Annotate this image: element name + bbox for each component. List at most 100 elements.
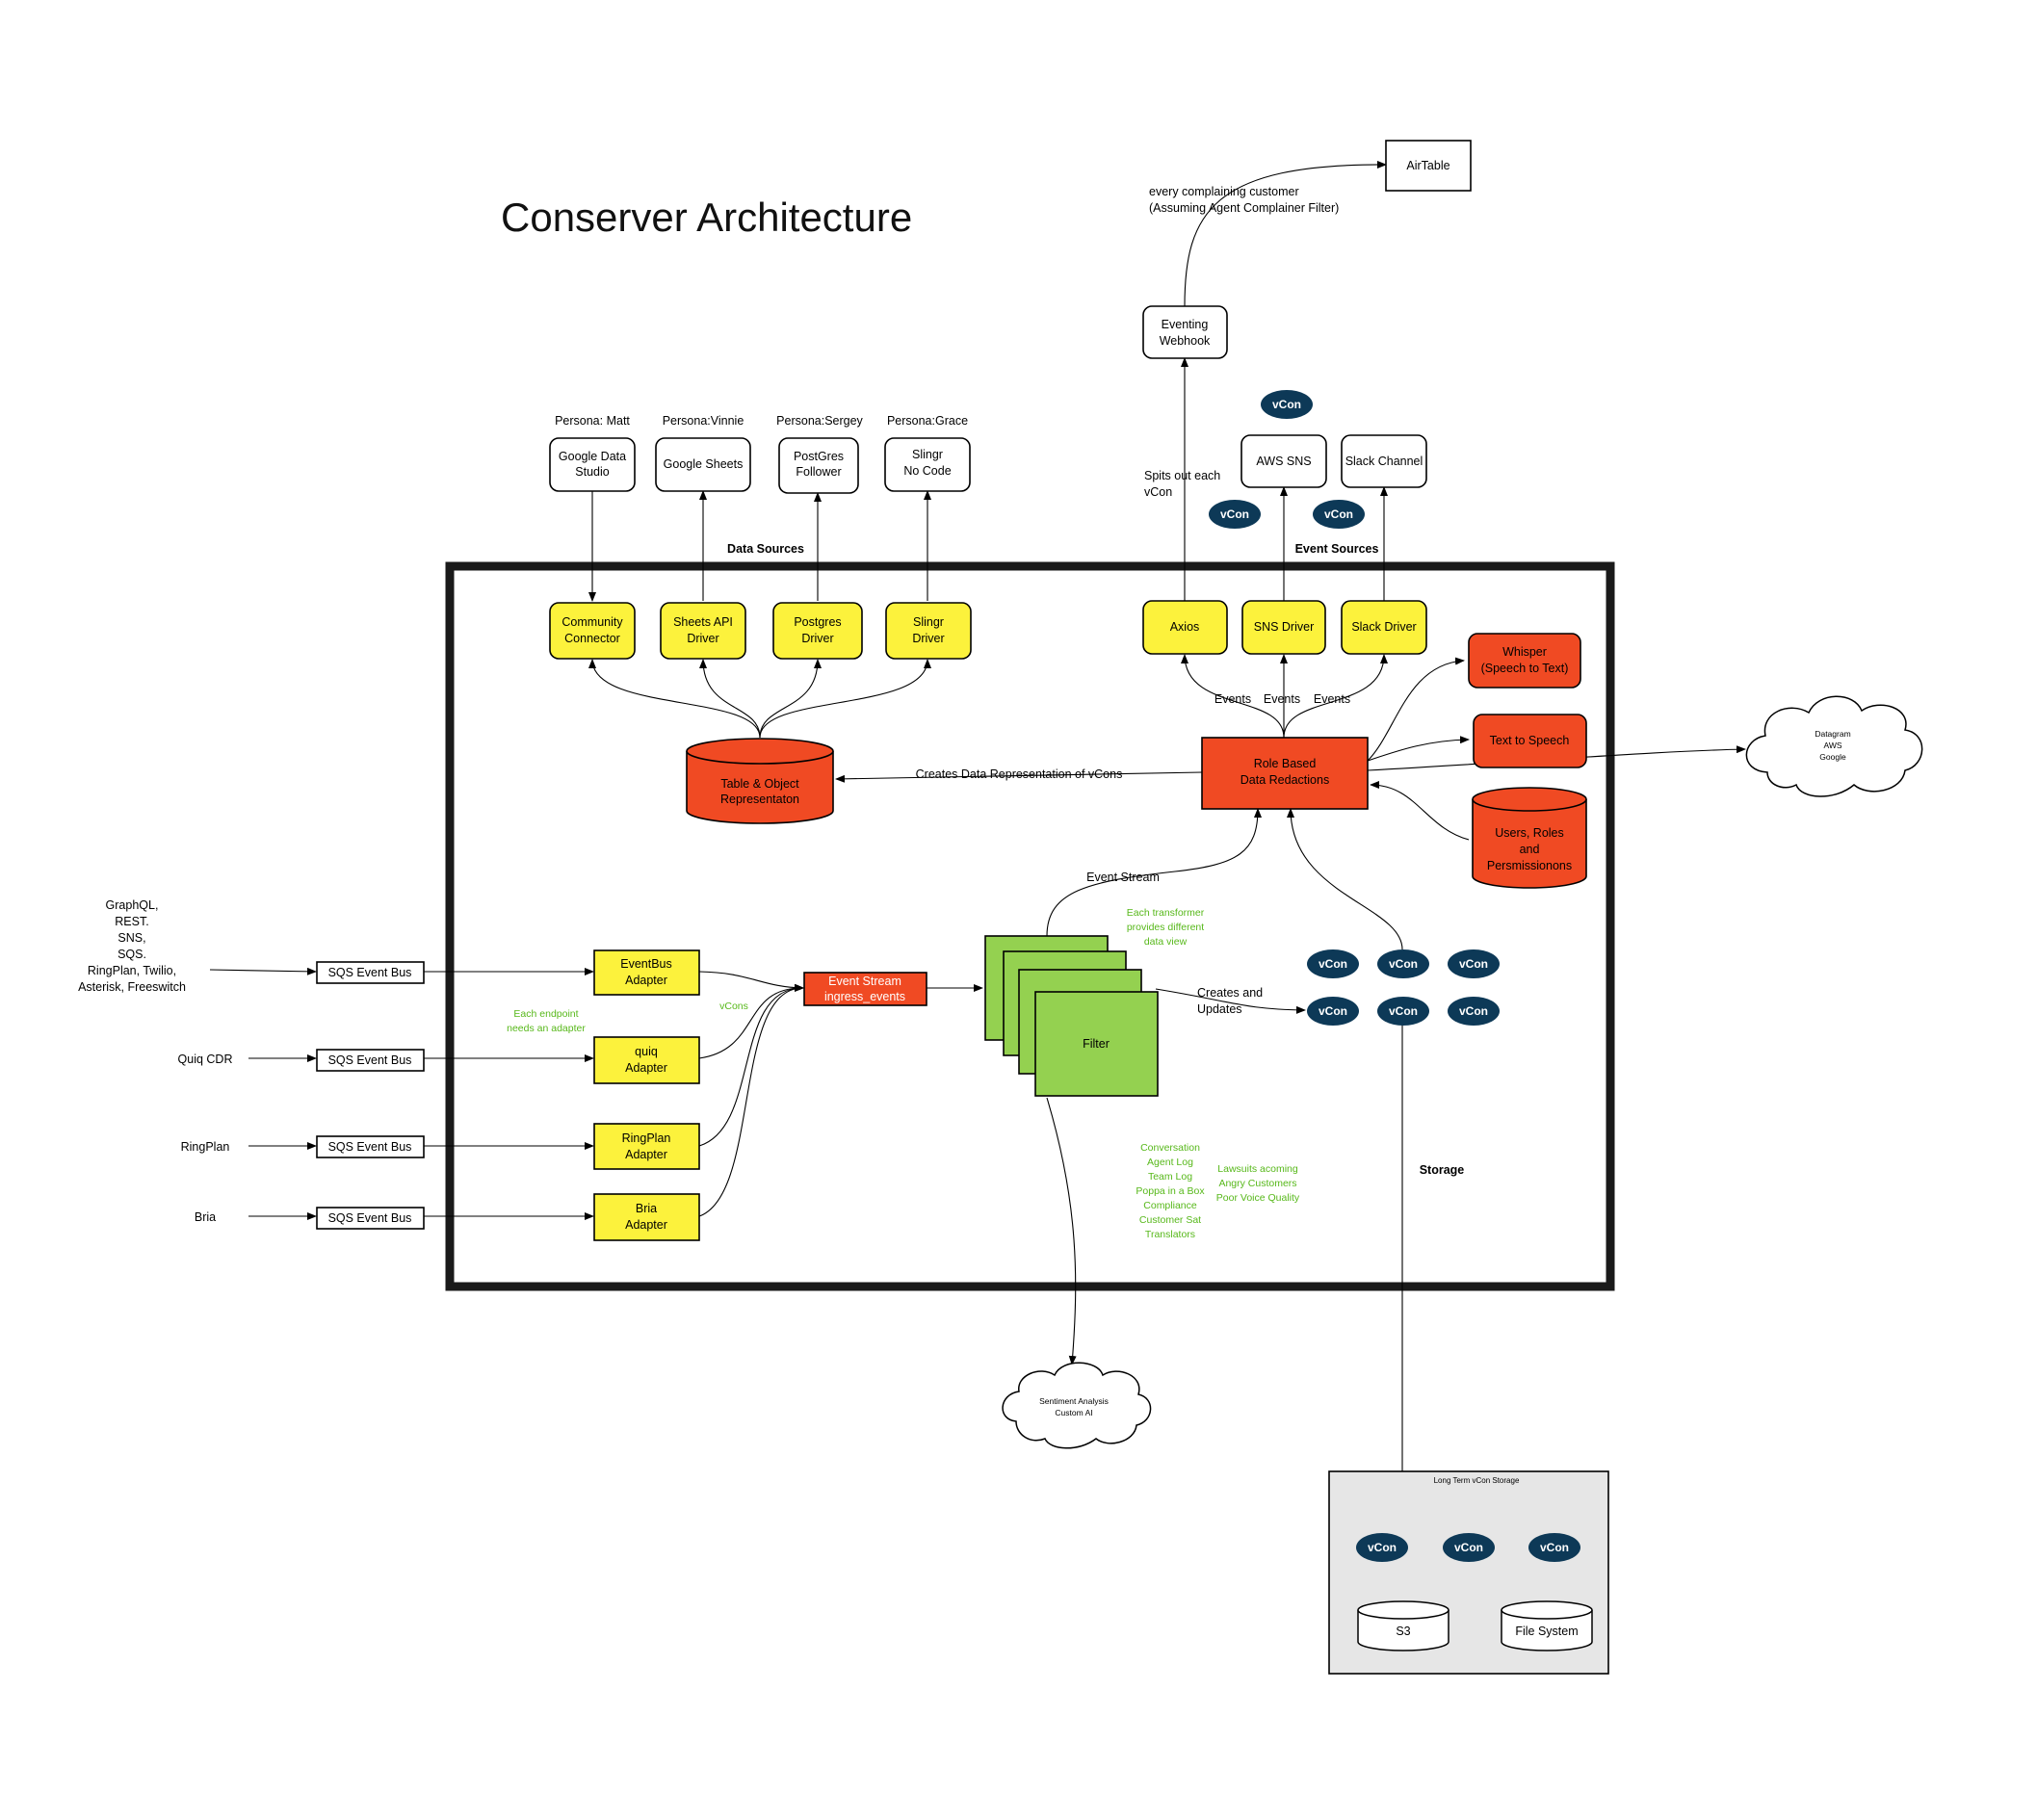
svg-text:SQS Event Bus: SQS Event Bus <box>328 966 412 979</box>
events-label-1: Events <box>1214 692 1251 706</box>
svg-text:Event Stream: Event Stream <box>828 975 901 988</box>
airtable-box: AirTable <box>1385 140 1472 192</box>
vcon-badge: vCon <box>1209 500 1261 529</box>
svg-text:Long Term vCon Storage: Long Term vCon Storage <box>1434 1476 1520 1485</box>
svg-text:Driver: Driver <box>687 632 718 645</box>
svg-text:Slack Channel: Slack Channel <box>1345 455 1423 468</box>
input-source-graphql: GraphQL, REST. SNS, SQS. RingPlan, Twili… <box>78 898 186 994</box>
vcon-badge: vCon <box>1443 1533 1495 1562</box>
s3-store: S3 <box>1357 1600 1449 1651</box>
svg-text:Google Sheets: Google Sheets <box>664 457 744 471</box>
svg-text:Sheets API: Sheets API <box>673 615 733 629</box>
svg-text:Data Redactions: Data Redactions <box>1240 773 1329 787</box>
svg-text:SQS Event Bus: SQS Event Bus <box>328 1140 412 1154</box>
persona-sergey: Persona:Sergey PostGres Follower <box>776 414 864 494</box>
ingress-event-stream: Event Stream ingress_events <box>803 972 927 1006</box>
svg-text:Google Data: Google Data <box>559 450 626 463</box>
svg-text:Sentiment Analysis: Sentiment Analysis <box>1039 1396 1109 1406</box>
vcon-badges: vCon vCon vCon vCon vCon vCon vCon vCon … <box>1209 390 1500 1026</box>
svg-text:vCon: vCon <box>1319 957 1347 971</box>
svg-text:and: and <box>1520 843 1540 856</box>
svg-text:Connector: Connector <box>564 632 620 645</box>
svg-text:vCon: vCon <box>1459 957 1488 971</box>
svg-text:quiq: quiq <box>635 1045 658 1058</box>
svg-text:(Speech to Text): (Speech to Text) <box>1481 662 1569 675</box>
svg-text:Team Log: Team Log <box>1148 1171 1192 1183</box>
creates-updates-label: Creates and Updates <box>1197 986 1263 1016</box>
svg-text:Persona:Grace: Persona:Grace <box>887 414 968 428</box>
persona-vinnie: Persona:Vinnie Google Sheets <box>655 414 751 492</box>
sns-driver: SNS Driver <box>1241 600 1326 655</box>
svg-text:AirTable: AirTable <box>1406 159 1449 172</box>
storage-label: Storage <box>1420 1163 1465 1177</box>
svg-text:Role Based: Role Based <box>1254 757 1317 770</box>
svg-text:Bria: Bria <box>636 1202 657 1215</box>
airtable-edge-label: every complaining customer (Assuming Age… <box>1149 185 1339 215</box>
svg-text:Each endpoint: Each endpoint <box>513 1008 578 1020</box>
postgres-driver: Postgres Driver <box>772 602 863 660</box>
svg-text:(Assuming Agent Complainer Fil: (Assuming Agent Complainer Filter) <box>1149 201 1339 215</box>
svg-text:Follower: Follower <box>796 465 841 479</box>
use-cases-list: Conversation Agent Log Team Log Poppa in… <box>1136 1142 1205 1240</box>
svg-text:Representaton: Representaton <box>720 793 799 806</box>
events-label-3: Events <box>1314 692 1350 706</box>
svg-text:Conversation: Conversation <box>1140 1142 1200 1154</box>
svg-text:Whisper: Whisper <box>1502 645 1547 659</box>
svg-text:vCon: vCon <box>1324 507 1353 521</box>
events-label-2: Events <box>1264 692 1300 706</box>
axios-driver: Axios <box>1142 600 1228 655</box>
creates-data-label: Creates Data Representation of vCons <box>916 767 1123 781</box>
svg-text:Creates and: Creates and <box>1197 986 1263 1000</box>
sentiment-cloud: Sentiment Analysis Custom AI <box>1002 1362 1152 1449</box>
svg-text:Adapter: Adapter <box>625 1061 667 1075</box>
svg-text:vCon: vCon <box>1220 507 1249 521</box>
svg-text:SNS,: SNS, <box>118 931 145 945</box>
persona-matt: Persona: Matt Google Data Studio <box>549 414 636 492</box>
svg-text:SQS Event Bus: SQS Event Bus <box>328 1053 412 1067</box>
svg-text:provides different: provides different <box>1127 922 1204 933</box>
svg-text:needs an adapter: needs an adapter <box>507 1023 586 1034</box>
svg-text:Lawsuits acoming: Lawsuits acoming <box>1217 1163 1298 1175</box>
svg-text:SQS Event Bus: SQS Event Bus <box>328 1211 412 1225</box>
svg-text:Driver: Driver <box>912 632 944 645</box>
svg-text:Agent Log: Agent Log <box>1147 1157 1193 1168</box>
svg-text:Translators: Translators <box>1145 1229 1195 1240</box>
event-sources-label: Event Sources <box>1295 542 1379 556</box>
vcons-note: vCons <box>719 1001 748 1012</box>
input-source-bria: Bria <box>195 1210 216 1224</box>
svg-text:Slingr: Slingr <box>913 615 944 629</box>
svg-text:Each transformer: Each transformer <box>1127 907 1205 919</box>
eventing-webhook-box: Eventing Webhook <box>1142 305 1228 359</box>
vcon-badge: vCon <box>1448 997 1500 1026</box>
svg-text:Slingr: Slingr <box>912 448 943 461</box>
svg-text:Webhook: Webhook <box>1160 334 1211 348</box>
svg-text:Adapter: Adapter <box>625 1218 667 1232</box>
endpoint-note: Each endpoint needs an adapter <box>507 1008 586 1034</box>
svg-text:Angry Customers: Angry Customers <box>1218 1178 1296 1189</box>
svg-text:Community: Community <box>561 615 623 629</box>
svg-text:Custom AI: Custom AI <box>1055 1408 1092 1417</box>
svg-text:Updates: Updates <box>1197 1002 1242 1016</box>
filter-stack: Filter <box>984 935 1159 1097</box>
vcon-badge: vCon <box>1307 997 1359 1026</box>
svg-text:S3: S3 <box>1396 1625 1410 1638</box>
spits-label: Spits out each vCon <box>1144 469 1220 499</box>
svg-text:Adapter: Adapter <box>625 1148 667 1161</box>
svg-text:vCon: vCon <box>1368 1541 1397 1554</box>
svg-text:Eventing: Eventing <box>1162 318 1209 331</box>
svg-text:ingress_events: ingress_events <box>824 990 905 1003</box>
svg-text:REST.: REST. <box>115 915 148 928</box>
sqs-bus-1: SQS Event Bus <box>316 961 425 984</box>
svg-text:Persona:Sergey: Persona:Sergey <box>776 414 863 428</box>
conserver-boundary <box>445 561 1615 1291</box>
svg-text:SNS Driver: SNS Driver <box>1254 620 1315 634</box>
long-term-storage: Long Term vCon Storage vCon vCon vCon S3… <box>1328 1470 1609 1675</box>
svg-text:data view: data view <box>1144 936 1188 948</box>
svg-text:Datagram: Datagram <box>1815 729 1850 739</box>
sqs-bus-4: SQS Event Bus <box>316 1207 425 1230</box>
svg-text:Slack Driver: Slack Driver <box>1351 620 1416 634</box>
svg-text:No Code: No Code <box>903 464 951 478</box>
svg-text:vCon: vCon <box>1389 1004 1418 1018</box>
svg-text:Text to Speech: Text to Speech <box>1490 734 1570 747</box>
svg-text:Persmissionons: Persmissionons <box>1487 859 1572 872</box>
